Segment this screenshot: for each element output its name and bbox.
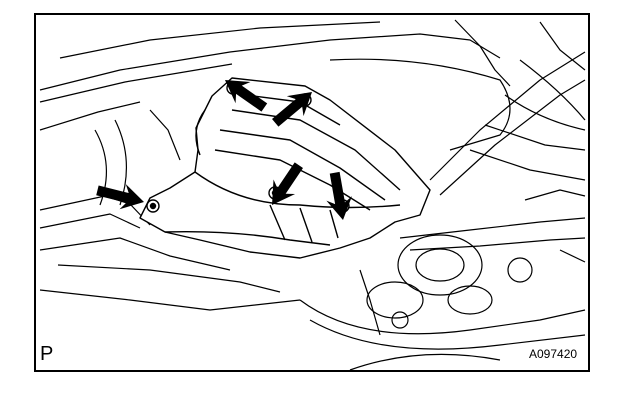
arrow-left-bolt [96, 184, 144, 210]
arrow-bottom-center-bolt [272, 162, 303, 205]
arrow-bottom-right-bolt [326, 171, 352, 220]
background-chassis-lines [39, 19, 586, 371]
heat-insulator-panel [139, 77, 431, 259]
bolt-left [146, 199, 160, 213]
view-letter: P [40, 343, 54, 365]
arrow-top-left-bolt [225, 80, 268, 112]
figure-code: A097420 [529, 347, 578, 361]
arrow-top-right-bolt [272, 92, 312, 127]
figure-frame [34, 13, 590, 372]
callout-arrows [96, 80, 352, 220]
